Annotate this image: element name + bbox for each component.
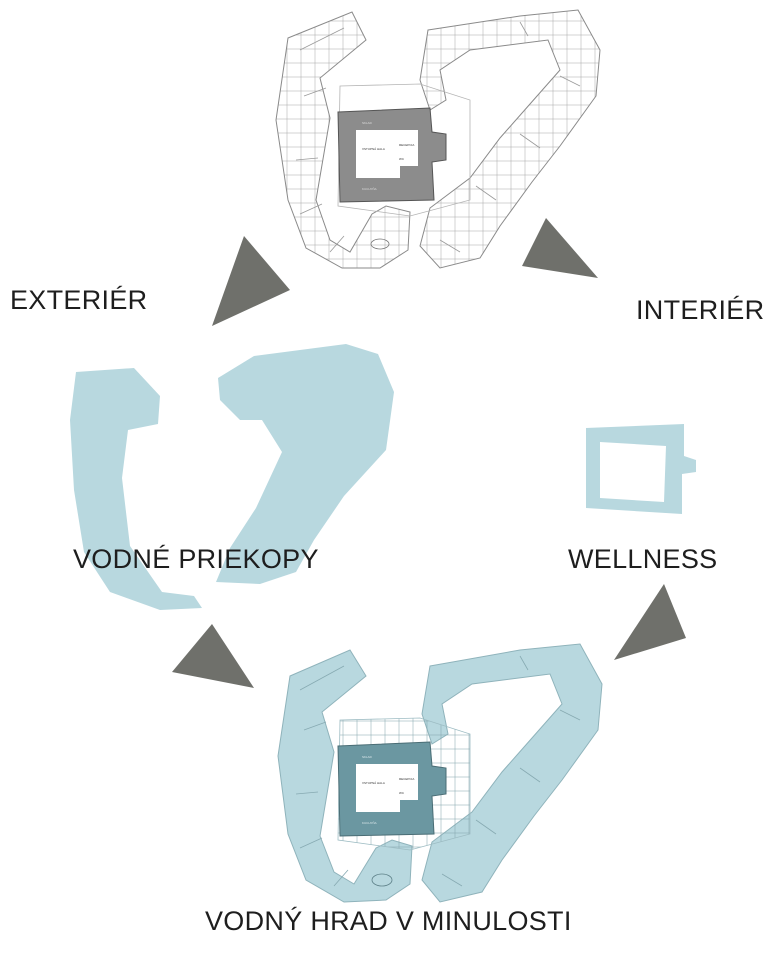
bottom-room-main-label: VSTUPNÁ HALA [362, 781, 385, 785]
moat-left-water [70, 368, 202, 610]
label-interior: INTERIÉR [636, 295, 765, 325]
top-room-main-label: VSTUPNÁ HALA [362, 147, 385, 151]
arrow-triangle-moats [172, 624, 254, 688]
top-room-top-label: SKLAD [362, 121, 373, 125]
top-plan-left-wall [275, 11, 411, 269]
top-room-bottom-label: KUCHYŇA [362, 186, 377, 191]
bottom-castle-room-side [396, 764, 418, 800]
bottom-room-bottom-label: KUCHYŇA [362, 820, 377, 825]
moat-right-water [216, 344, 394, 584]
bottom-room-side-label: RECEPCIA [399, 777, 414, 781]
bottom-room-top-label: SKLAD [362, 755, 373, 759]
wellness-shape [586, 424, 696, 514]
top-castle-room-side [396, 130, 418, 166]
top-castle-room-main [356, 130, 400, 178]
top-plan-right-wall [419, 9, 601, 269]
top-room-side-label: RECEPCIA [399, 143, 414, 147]
moats-shape [70, 344, 394, 610]
bottom-castle-room-main [356, 764, 400, 812]
label-castle-past: VODNÝ HRAD V MINULOSTI [205, 906, 572, 936]
bottom-site-plan: VSTUPNÁ HALA RECEPCIA SKLAD KUCHYŇA WC [277, 643, 603, 903]
label-wellness: WELLNESS [568, 544, 718, 574]
top-site-plan: VSTUPNÁ HALA RECEPCIA SKLAD KUCHYŇA WC [275, 9, 601, 269]
label-exterior: EXTERIÉR [10, 285, 148, 315]
arrow-triangle-wellness [614, 584, 686, 660]
arrow-triangle-exterior [212, 236, 290, 326]
arrow-triangle-interior [522, 218, 598, 278]
top-room-corner-label: WC [399, 157, 405, 161]
bottom-room-corner-label: WC [399, 791, 405, 795]
label-moats: VODNÉ PRIEKOPY [73, 544, 319, 574]
